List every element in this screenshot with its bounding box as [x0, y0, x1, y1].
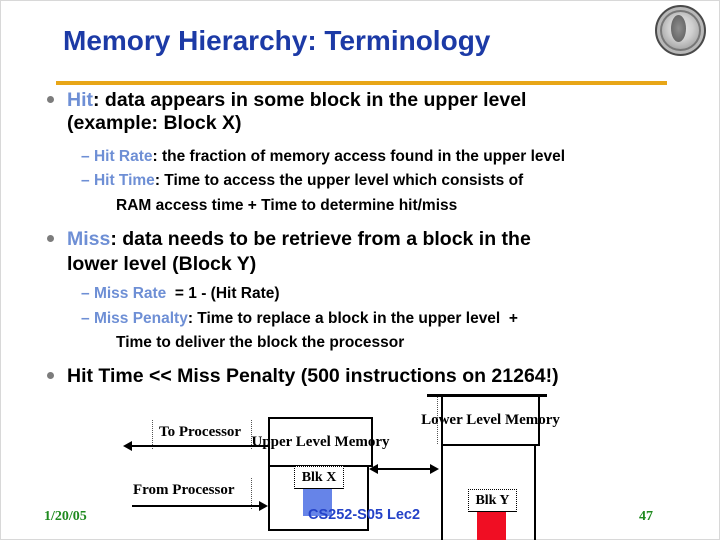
- bullet-hit-time-penalty: Hit Time << Miss Penalty (500 instructio…: [47, 365, 559, 388]
- guide-tick: [152, 420, 153, 449]
- transfer-arrow-line: [375, 468, 433, 470]
- bullet-dot: [47, 372, 54, 379]
- bullet-hit-text: : data appears in some block in the uppe…: [93, 89, 527, 111]
- blk-y-square: [477, 512, 506, 540]
- lower-level-memory-label: Lower Level Memory: [421, 397, 560, 446]
- blk-y-box: Blk Y: [468, 489, 517, 512]
- bullet-hit-line2: (example: Block X): [67, 112, 242, 134]
- sub-hit-rate: – Hit Rate: the fraction of memory acces…: [81, 148, 565, 166]
- blk-x-box: Blk X: [294, 466, 344, 489]
- blk-x-square: [303, 489, 332, 516]
- to-processor-label: To Processor: [159, 424, 242, 440]
- bullet-hit-time-penalty-text: Hit Time << Miss Penalty (500 instructio…: [67, 365, 559, 387]
- sub-miss-rate-text: = 1 - (Hit Rate): [166, 285, 280, 302]
- bullet-miss-line1: Miss: data needs to be retrieve from a b…: [47, 228, 531, 251]
- page-title: Memory Hierarchy: Terminology: [63, 25, 491, 56]
- guide-tick: [437, 397, 438, 444]
- sub-dash: –: [81, 285, 90, 302]
- to-processor-line: [131, 445, 268, 447]
- footer-course: CS252-S05 Lec2: [308, 507, 421, 523]
- bullet-hit-line1: Hit: data appears in some block in the u…: [47, 89, 527, 112]
- lower-box-left-wall: [441, 444, 443, 540]
- bullet-dot: [47, 235, 54, 242]
- sub-miss-penalty-text: : Time to replace a block in the upper l…: [187, 310, 518, 327]
- sub-dash: –: [81, 148, 90, 165]
- sub-hit-time-cont: RAM access time + Time to determine hit/…: [116, 197, 458, 214]
- upper-level-memory-label: Upper Level Memory: [251, 417, 390, 467]
- sub-miss-rate: – Miss Rate = 1 - (Hit Rate): [81, 285, 280, 303]
- sub-hit-time: – Hit Time: Time to access the upper lev…: [81, 172, 523, 190]
- sub-hit-time-keyword: Hit Time: [93, 172, 155, 189]
- bullet-dot: [47, 96, 54, 103]
- guide-tick: [251, 478, 252, 509]
- lower-box-right-wall: [534, 444, 536, 540]
- guide-tick: [251, 420, 252, 449]
- from-processor-label: From Processor: [133, 482, 235, 498]
- sub-dash: –: [81, 310, 90, 327]
- sub-miss-rate-keyword: Miss Rate: [93, 285, 167, 302]
- sub-miss-penalty-cont: Time to deliver the block the processor: [116, 334, 405, 351]
- footer-date: 1/20/05: [44, 509, 87, 524]
- sub-hit-rate-keyword: Hit Rate: [93, 148, 153, 165]
- sub-miss-penalty-keyword: Miss Penalty: [93, 310, 188, 327]
- footer-page-number: 47: [639, 509, 653, 524]
- sub-miss-penalty: – Miss Penalty: Time to replace a block …: [81, 310, 518, 328]
- seal-emblem: [671, 15, 686, 42]
- title-divider: [56, 81, 667, 85]
- from-processor-line: [132, 505, 260, 507]
- university-seal-icon: [655, 5, 706, 56]
- sub-hit-rate-text: : the fraction of memory access found in…: [152, 148, 566, 165]
- lower-level-top-line: [427, 394, 547, 397]
- left-arrowhead-icon: [369, 464, 378, 474]
- bullet-miss-text: : data needs to be retrieve from a block…: [110, 228, 531, 250]
- left-arrowhead-icon: [123, 441, 132, 451]
- bullet-miss-line2: lower level (Block Y): [67, 253, 257, 275]
- sub-hit-time-text: : Time to access the upper level which c…: [154, 172, 524, 189]
- right-arrowhead-icon: [259, 501, 268, 511]
- bullet-miss-keyword: Miss: [67, 228, 111, 250]
- right-arrowhead-icon: [430, 464, 439, 474]
- sub-dash: –: [81, 172, 90, 189]
- bullet-hit-keyword: Hit: [67, 89, 93, 111]
